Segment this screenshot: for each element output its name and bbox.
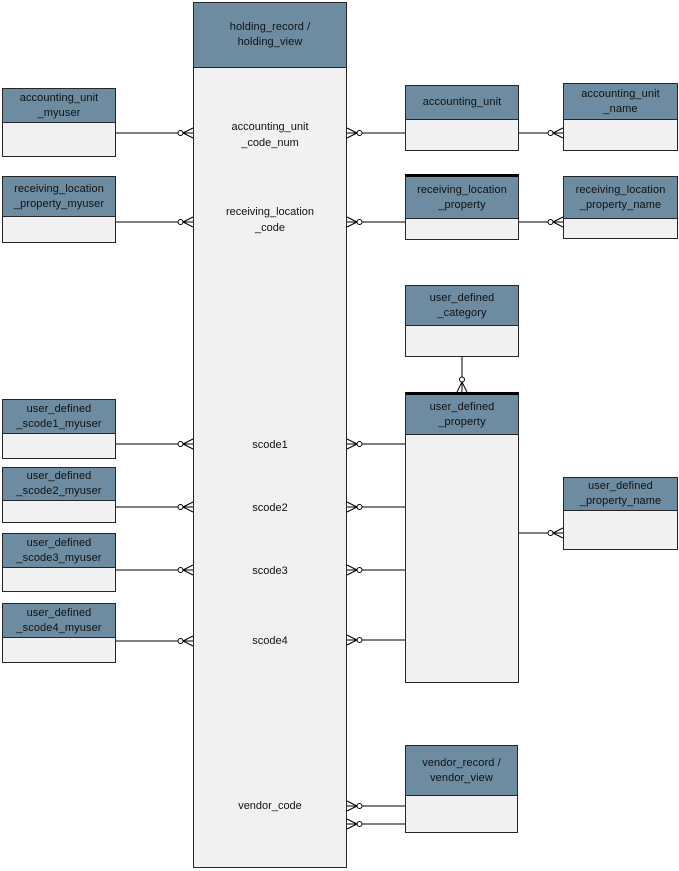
entity-receiving-location-property-name[interactable]: receiving_location _property_name (563, 176, 678, 239)
field-scode3: scode3 (252, 565, 288, 577)
connector-holding-vendor-1 (346, 800, 405, 812)
field-vendor-code: vendor_code (238, 800, 302, 812)
entity-title: vendor_record / vendor_view (406, 746, 517, 796)
connector-holding-property-scode1 (346, 438, 405, 450)
entity-body (406, 435, 518, 682)
entity-accounting-unit-name[interactable]: accounting_unit _name (563, 83, 678, 151)
entity-title: accounting_unit (406, 86, 518, 120)
connector-receiving-location-property-name (519, 216, 564, 228)
entity-body (3, 638, 115, 662)
entity-vendor-record[interactable]: vendor_record / vendor_view (405, 745, 518, 833)
entity-title: accounting_unit _name (564, 84, 677, 120)
entity-user-defined-scode3-myuser[interactable]: user_defined _scode3_myuser (2, 533, 116, 592)
entity-title: accounting_unit _myuser (3, 89, 115, 123)
entity-title: receiving_location _property (406, 177, 518, 219)
connector-holding-property-scode3 (346, 564, 405, 576)
entity-title: user_defined _scode3_myuser (3, 534, 115, 568)
entity-body (3, 217, 115, 242)
entity-body (406, 326, 518, 356)
entity-body (3, 568, 115, 591)
connector-scode4-myuser-holding (116, 635, 194, 647)
entity-receiving-location-property[interactable]: receiving_location _property (405, 174, 519, 240)
entity-title: user_defined _scode1_myuser (3, 400, 115, 434)
connector-category-property (456, 357, 468, 393)
entity-body (3, 434, 115, 458)
connector-holding-property-scode2 (346, 501, 405, 513)
entity-title: user_defined _property (406, 395, 518, 435)
entity-body (564, 511, 677, 549)
entity-body (3, 123, 115, 156)
connector-holding-accounting-unit (346, 127, 405, 139)
connector-scode1-myuser-holding (116, 438, 194, 450)
connector-user-defined-property-name (519, 527, 564, 539)
connector-holding-receiving-location-property (346, 216, 405, 228)
field-receiving-location-code: receiving_location _code (225, 206, 315, 234)
connector-holding-property-scode4 (346, 634, 405, 646)
entity-body (406, 219, 518, 239)
entity-user-defined-scode1-myuser[interactable]: user_defined _scode1_myuser (2, 399, 116, 459)
connector-accounting-unit-name (519, 127, 564, 139)
entity-body (406, 796, 517, 832)
entity-body (564, 219, 677, 238)
entity-accounting-unit-myuser[interactable]: accounting_unit _myuser (2, 88, 116, 157)
entity-title: receiving_location _property_myuser (3, 177, 115, 217)
entity-user-defined-property[interactable]: user_defined _property (405, 392, 519, 683)
connector-accounting-unit-myuser-holding (116, 127, 194, 139)
connector-receiving-location-property-myuser-holding (116, 216, 194, 228)
entity-user-defined-scode4-myuser[interactable]: user_defined _scode4_myuser (2, 603, 116, 663)
entity-accounting-unit[interactable]: accounting_unit (405, 85, 519, 151)
entity-body (406, 120, 518, 150)
entity-user-defined-scode2-myuser[interactable]: user_defined _scode2_myuser (2, 467, 116, 523)
entity-body (3, 501, 115, 522)
entity-receiving-location-property-myuser[interactable]: receiving_location _property_myuser (2, 176, 116, 243)
entity-title: receiving_location _property_name (564, 177, 677, 219)
field-scode4: scode4 (252, 635, 288, 647)
field-accounting-unit-code-num: accounting_unit _code_num (231, 121, 309, 149)
connector-scode2-myuser-holding (116, 501, 194, 513)
connector-holding-vendor-2 (346, 818, 405, 830)
entity-title: user_defined _property_name (564, 478, 677, 511)
field-scode2: scode2 (252, 502, 288, 514)
entity-holding-record[interactable]: holding_record / holding_view accounting… (193, 2, 347, 868)
entity-title: user_defined _category (406, 286, 518, 326)
entity-body (564, 120, 677, 150)
entity-title: holding_record / holding_view (194, 3, 346, 68)
entity-user-defined-property-name[interactable]: user_defined _property_name (563, 477, 678, 550)
field-scode1: scode1 (252, 439, 288, 451)
entity-title: user_defined _scode2_myuser (3, 468, 115, 501)
entity-title: user_defined _scode4_myuser (3, 604, 115, 638)
entity-body (194, 68, 346, 867)
entity-user-defined-category[interactable]: user_defined _category (405, 285, 519, 357)
connector-scode3-myuser-holding (116, 564, 194, 576)
